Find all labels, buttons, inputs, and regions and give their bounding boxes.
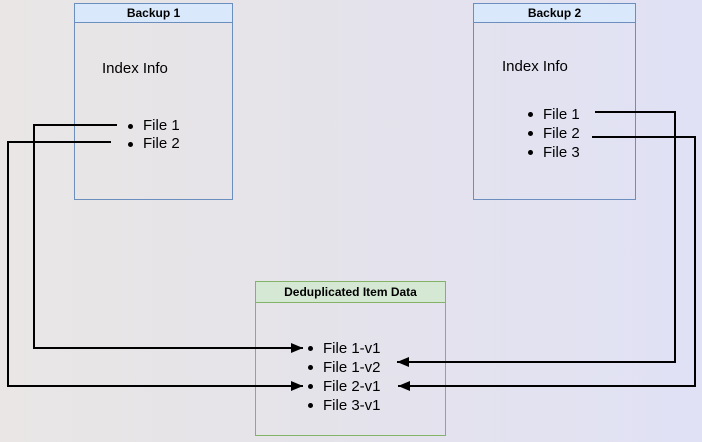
backup2-file-list: File 1 File 2 File 3 xyxy=(528,105,580,162)
dedup-file-list: File 1-v1 File 1-v2 File 2-v1 File 3-v1 xyxy=(308,339,381,415)
list-item: File 3 xyxy=(528,143,580,162)
backup1-box: Backup 1 Index Info File 1 File 2 xyxy=(74,3,233,200)
deduplicated-item-data-box: Deduplicated Item Data File 1-v1 File 1-… xyxy=(255,281,446,436)
list-item: File 1 xyxy=(128,117,180,135)
dedup-title: Deduplicated Item Data xyxy=(256,282,445,303)
list-item: File 1-v1 xyxy=(308,339,381,358)
backup1-file-list: File 1 File 2 xyxy=(128,117,180,153)
list-item: File 3-v1 xyxy=(308,396,381,415)
backup1-index-info-label: Index Info xyxy=(102,60,168,77)
backup2-index-info-label: Index Info xyxy=(502,58,568,75)
list-item: File 2 xyxy=(528,124,580,143)
backup2-title: Backup 2 xyxy=(474,4,635,23)
list-item: File 1 xyxy=(528,105,580,124)
list-item: File 2 xyxy=(128,135,180,153)
backup1-title: Backup 1 xyxy=(75,4,232,23)
backup2-box: Backup 2 Index Info File 1 File 2 File 3 xyxy=(473,3,636,200)
list-item: File 1-v2 xyxy=(308,358,381,377)
list-item: File 2-v1 xyxy=(308,377,381,396)
